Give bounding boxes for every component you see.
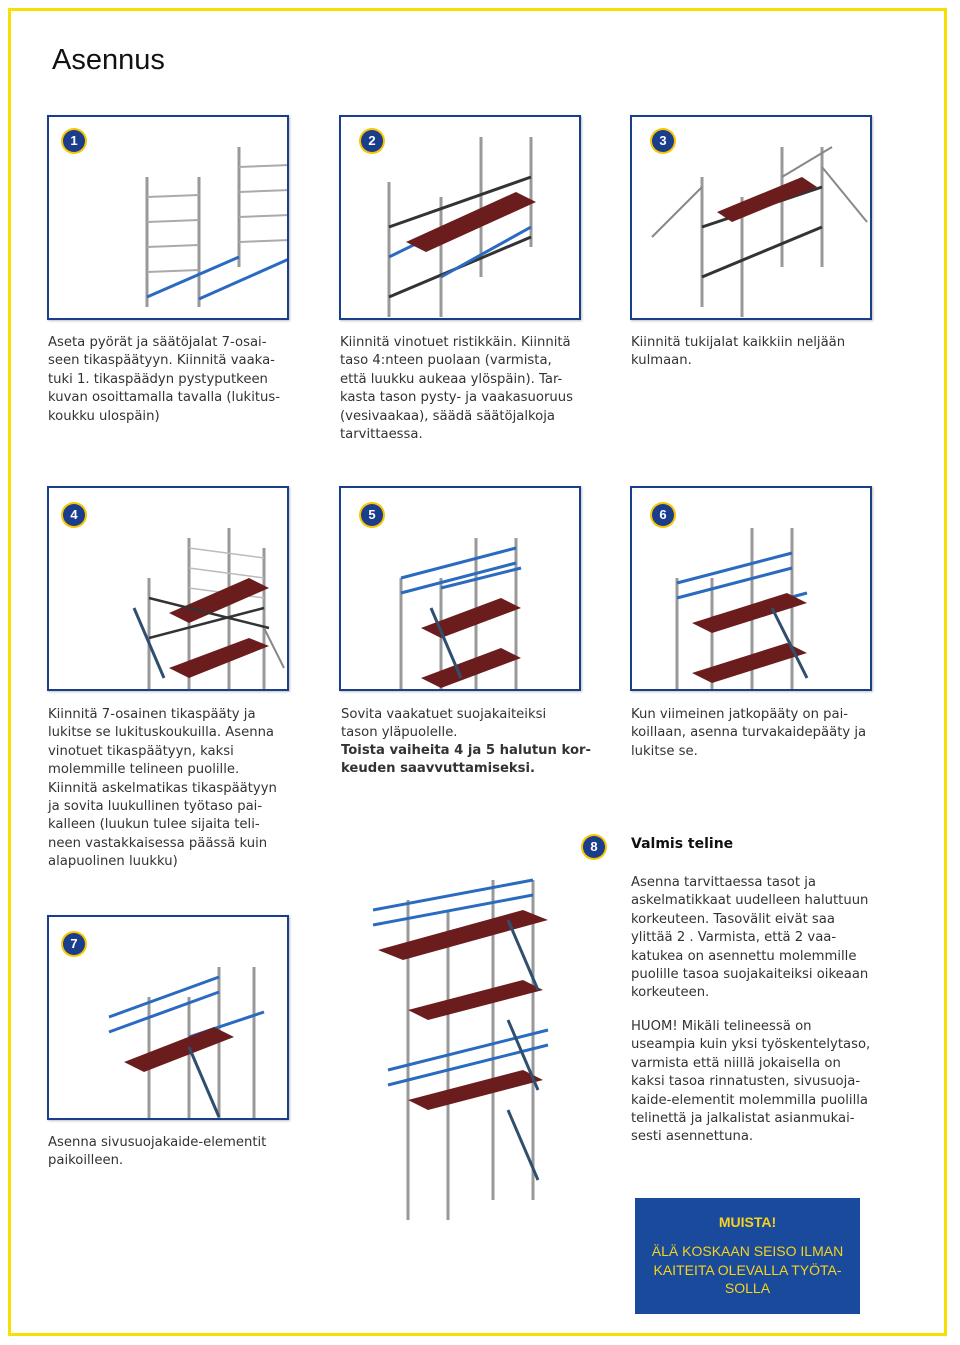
step-2-badge: 2 xyxy=(361,130,383,152)
safety-notice: MUISTA! ÄLÄ KOSKAAN SEISO ILMAN KAITEITA… xyxy=(635,1198,860,1314)
step-1-badge: 1 xyxy=(63,130,85,152)
scaffold-icon xyxy=(108,967,265,1118)
step-1-text: Aseta pyörät ja säätöjalat 7-osai- seen … xyxy=(48,335,281,424)
scaffold-icon xyxy=(399,538,522,689)
scaffold-icon xyxy=(651,146,868,317)
page-title: Asennus xyxy=(52,44,165,76)
step-4-text: Kiinnitä 7-osainen tikaspääty ja lukitse… xyxy=(48,707,277,870)
step-3-badge: 3 xyxy=(652,130,674,152)
step-1-illustration: 1 xyxy=(47,115,289,320)
step-8-heading: Valmis teline xyxy=(631,836,734,852)
step-7-badge: 7 xyxy=(63,933,85,955)
step-7-text: Asenna sivusuojakaide-elementit paikoill… xyxy=(48,1135,267,1169)
step-5-illustration: 5 xyxy=(339,486,581,691)
scaffold-icon xyxy=(675,528,809,689)
step-8-illustration xyxy=(372,878,549,1220)
step-5-repeat-text: Toista vaiheita 4 ja 5 halutun kor- keud… xyxy=(341,743,591,777)
step-5-text: Sovita vaakatuet suojakaiteiksi tason yl… xyxy=(341,707,547,741)
scaffold-icon xyxy=(132,528,285,689)
scaffold-icon xyxy=(145,147,287,307)
step-8-badge: 8 xyxy=(583,836,605,858)
notice-heading: MUISTA! xyxy=(718,1214,777,1230)
step-6-text: Kun viimeinen jatkopääty on pai- koillaa… xyxy=(631,707,867,759)
step-2-illustration: 2 xyxy=(339,115,581,320)
step-8-text: Asenna tarvittaessa tasot ja askelmatikk… xyxy=(631,875,869,1001)
page-border xyxy=(8,8,947,1336)
step-6-illustration: 6 xyxy=(630,486,872,691)
notice-text: ÄLÄ KOSKAAN SEISO ILMAN KAITEITA OLEVALL… xyxy=(651,1243,844,1296)
step-2-text: Kiinnitä vinotuet ristikkäin. Kiinnitä t… xyxy=(340,335,573,443)
scaffold-icon xyxy=(387,137,536,317)
step-6-badge: 6 xyxy=(652,504,674,526)
step-3-text: Kiinnitä tukijalat kaikkiin neljään kulm… xyxy=(631,335,846,369)
step-7-illustration: 7 xyxy=(47,915,289,1120)
step-4-illustration: 4 xyxy=(47,486,289,691)
step-4-badge: 4 xyxy=(63,504,85,526)
step-3-illustration: 3 xyxy=(630,115,872,320)
step-5-badge: 5 xyxy=(361,504,383,526)
step-8-note: HUOM! Mikäli telineessä on useampia kuin… xyxy=(631,1019,871,1145)
